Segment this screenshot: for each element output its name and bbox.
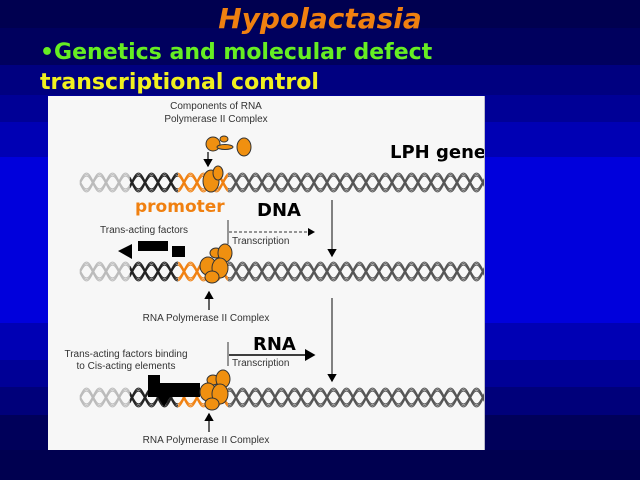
polymerase-complex-1 [202, 165, 224, 193]
helix-strand [227, 387, 484, 405]
helix-strand [79, 172, 131, 190]
helix-strand [227, 264, 484, 282]
helix-strand [79, 174, 131, 191]
helix-strand [129, 174, 178, 191]
helix-strand [79, 263, 131, 280]
slide-title: Hypolactasia [218, 2, 422, 35]
helix-strand [227, 264, 484, 282]
helix-strand [79, 387, 131, 405]
polymerase-components [205, 135, 252, 157]
binding-label-1: Trans-acting factors binding [64, 349, 187, 360]
helix-strand [79, 264, 131, 282]
helix-strand [129, 174, 178, 191]
helix-strand [79, 175, 131, 193]
promoter-label: promoter [135, 197, 225, 217]
transcription-label-1: Transcription [232, 236, 289, 247]
helix-strand [129, 263, 178, 280]
polymerase-label-1: RNA Polymerase II Complex [143, 313, 270, 324]
gene-label: LPH gene [390, 142, 484, 163]
helix-strand [129, 264, 178, 282]
helix-strand [227, 261, 484, 279]
polymerase-label-2: RNA Polymerase II Complex [143, 435, 270, 446]
transcription-label-2: Transcription [232, 358, 289, 369]
dna-helix-3 [79, 387, 484, 408]
rna-label: RNA [253, 334, 296, 355]
helix-strand [129, 172, 178, 190]
helix-strand [227, 389, 484, 406]
helix-strand [177, 175, 229, 193]
helix-strand [79, 390, 131, 408]
helix-strand [79, 261, 131, 279]
helix-strand [129, 175, 178, 193]
helix-strand [177, 174, 229, 191]
helix-strand [79, 175, 131, 193]
helix-strand [79, 389, 131, 406]
bullet-point: •Genetics and molecular defect [40, 40, 433, 65]
helix-strand [79, 264, 131, 282]
helix-strand [129, 263, 178, 280]
helix-strand [227, 390, 484, 408]
helix-strand [177, 172, 229, 190]
binding-label-2: to Cis-acting elements [77, 361, 176, 372]
helix-strand [129, 390, 178, 408]
polymerase-complex-3 [199, 369, 231, 411]
components-label-1: Components of RNA [170, 101, 262, 112]
bound-trans-factors [148, 375, 200, 407]
helix-strand [129, 261, 178, 279]
helix-strand [227, 172, 484, 190]
bullet-subline: transcriptional control [40, 70, 319, 95]
transcription-diagram: Components of RNA Polymerase II Complex … [48, 96, 485, 450]
helix-strand [129, 175, 178, 193]
helix-strand [227, 175, 484, 193]
trans-acting-factors [118, 241, 185, 259]
helix-strand [227, 390, 484, 408]
helix-strand [79, 263, 131, 280]
dna-label: DNA [257, 200, 301, 221]
helix-strand [79, 389, 131, 406]
helix-strand [227, 175, 484, 193]
dna-helix-2 [79, 261, 484, 282]
dna-helix-1 [79, 172, 484, 193]
helix-strand [79, 390, 131, 408]
polymerase-complex-2 [199, 243, 233, 284]
helix-strand [227, 263, 484, 280]
helix-strand [79, 174, 131, 191]
components-label-2: Polymerase II Complex [164, 114, 267, 125]
helix-strand [227, 174, 484, 191]
helix-strand [129, 264, 178, 282]
trans-factors-label: Trans-acting factors [100, 225, 188, 236]
